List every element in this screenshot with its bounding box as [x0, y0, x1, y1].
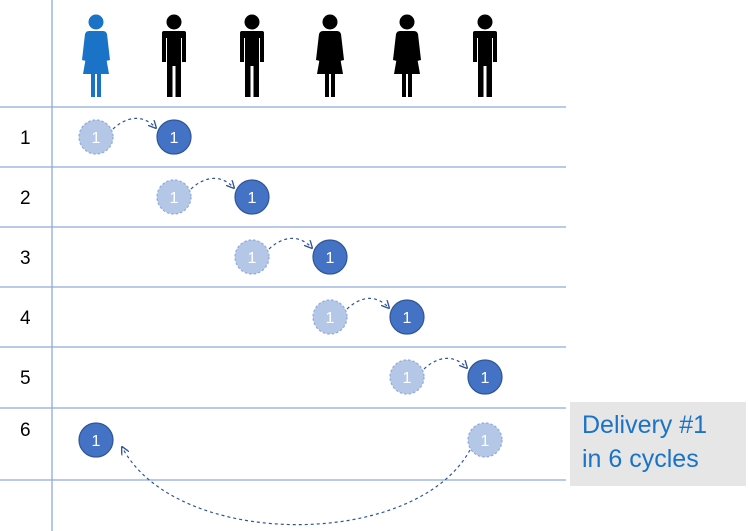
- token-label: 1: [248, 250, 257, 267]
- delivery-title: Delivery #1: [582, 411, 708, 439]
- handoff-arrows: [112, 117, 471, 526]
- token-solid: 1: [467, 359, 503, 395]
- person-male-icon: [162, 14, 186, 97]
- token-solid: 1: [78, 422, 114, 458]
- token-label: 1: [326, 310, 335, 327]
- handoff-arrow: [122, 447, 471, 526]
- cycle-label: 4: [20, 308, 31, 329]
- cycle-labels: 1 2 3 4 5 6: [20, 128, 31, 441]
- token-label: 1: [403, 370, 412, 387]
- handoff-arrow: [346, 297, 389, 309]
- handoff-arrow: [423, 357, 467, 369]
- cycle-label: 2: [20, 188, 31, 209]
- handoff-arrow: [190, 177, 234, 189]
- cycle-label: 3: [20, 248, 31, 269]
- token-faded: 1: [234, 239, 270, 275]
- token-label: 1: [248, 190, 257, 207]
- token-faded: 1: [78, 119, 114, 155]
- token-label: 1: [403, 310, 412, 327]
- token-label: 1: [92, 130, 101, 147]
- token-label: 1: [170, 130, 179, 147]
- delivery-subtitle: in 6 cycles: [582, 445, 699, 473]
- cycle-label: 6: [20, 420, 31, 441]
- person-male-icon: [240, 14, 264, 97]
- grid: [0, 0, 566, 531]
- token-label: 1: [92, 433, 101, 450]
- token-label: 1: [326, 250, 335, 267]
- token-solid: 1: [312, 239, 348, 275]
- token-label: 1: [481, 433, 490, 450]
- people-row: [82, 14, 497, 97]
- person-female-icon: [393, 14, 421, 97]
- token-solid: 1: [234, 179, 270, 215]
- token-solid: 1: [389, 299, 425, 335]
- handoff-arrow: [268, 237, 312, 249]
- token-label: 1: [481, 370, 490, 387]
- cycle-label: 1: [20, 128, 31, 149]
- delivery-callout: Delivery #1 in 6 cycles: [570, 402, 746, 486]
- handoff-arrow: [112, 117, 156, 129]
- token-faded: 1: [467, 422, 503, 458]
- token-label: 1: [170, 190, 179, 207]
- token-faded: 1: [389, 359, 425, 395]
- token-faded: 1: [312, 299, 348, 335]
- token-solid: 1: [156, 119, 192, 155]
- person-male-icon: [473, 14, 497, 97]
- person-female-icon: [316, 14, 344, 97]
- tokens: 1 1 1 1 1 1 1 1 1 1 1 1: [78, 119, 503, 458]
- cycle-label: 5: [20, 368, 31, 389]
- person-female-icon: [82, 14, 110, 97]
- token-faded: 1: [156, 179, 192, 215]
